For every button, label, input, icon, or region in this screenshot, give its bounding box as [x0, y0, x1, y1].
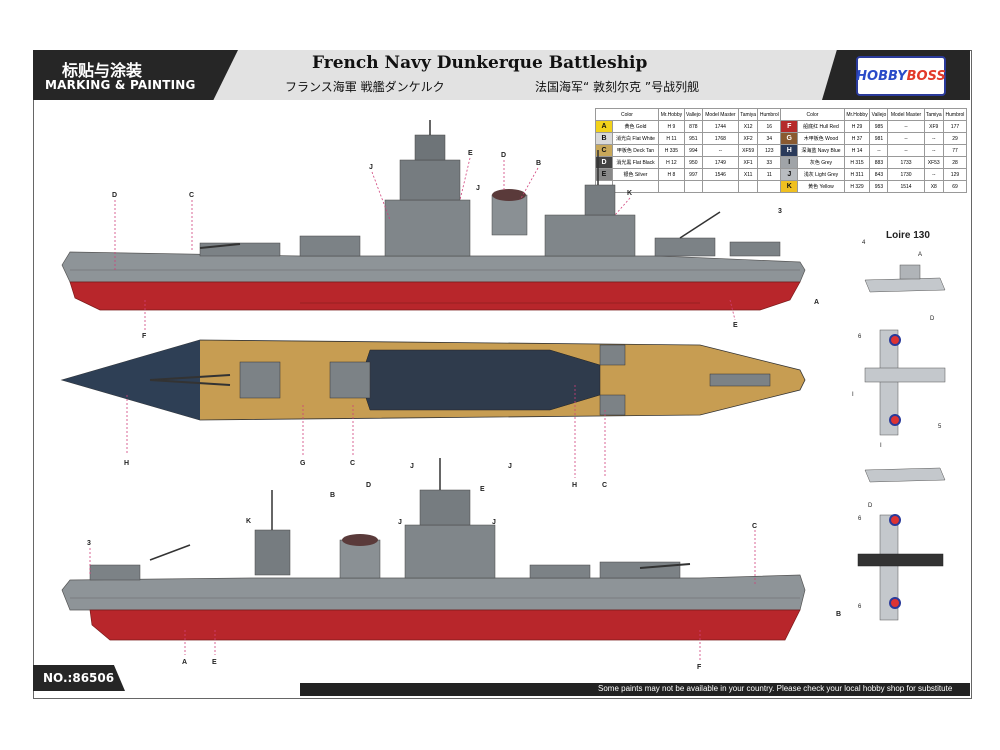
kit-number: NO.:86506	[33, 665, 125, 691]
callout-J-5: J	[398, 519, 402, 526]
seaplane-views	[857, 264, 946, 621]
callout-A-2: A	[182, 659, 187, 666]
plane-callout-I-1: I	[852, 392, 854, 398]
section-label-cn: 标贴与涂装	[62, 61, 143, 80]
callout-C-1: C	[189, 192, 194, 199]
subtitle-japanese: フランス海軍 戦艦ダンケルク	[285, 80, 445, 94]
footer-bar	[300, 683, 970, 696]
callout-J-1: J	[369, 164, 373, 171]
callout-3-2: 3	[87, 540, 91, 547]
callout-C-3: C	[602, 482, 607, 489]
paint-table: Color Mr.Hobby Vallejo Model Master Tami…	[595, 108, 968, 193]
side-profile-bottom	[61, 458, 806, 641]
paint-cell-humbrol: 69	[942, 180, 968, 193]
callout-letters: D C J E D B J K 3 F E A H G C J J H C 3 …	[87, 150, 841, 671]
callout-D-3: D	[366, 482, 371, 489]
callout-B-3: B	[836, 611, 841, 618]
callout-3-1: 3	[778, 208, 782, 215]
callout-D-2: D	[501, 152, 506, 159]
paint-cell-tamiya: X8	[923, 180, 944, 193]
callout-B-1: B	[536, 160, 541, 167]
callout-K-1: K	[627, 190, 632, 197]
plane-callouts: 4 A D 6 I 5 I D 6 6	[852, 240, 942, 610]
section-label-en: MARKING & PAINTING	[45, 78, 196, 92]
logo-boss: BOSS	[906, 68, 946, 84]
callout-H-2: H	[572, 482, 577, 489]
callout-E-1: E	[468, 150, 473, 157]
callout-J-3: J	[410, 463, 414, 470]
callout-F-2: F	[697, 664, 702, 671]
plane-title: Loire 130	[886, 230, 930, 241]
plane-callout-4: 4	[862, 240, 866, 246]
plane-callout-6-1: 6	[858, 334, 862, 340]
callout-D-1: D	[112, 192, 117, 199]
paint-cell-name: 黄色 Yellow	[797, 180, 845, 193]
callout-E-2: E	[733, 322, 738, 329]
paint-availability-note: Some paints may not be available in your…	[598, 684, 953, 693]
deck-view	[60, 339, 806, 421]
callout-B-2: B	[330, 492, 335, 499]
col-tamiya: Tamiya	[737, 108, 759, 121]
plane-callout-6-2: 6	[858, 516, 862, 522]
logo-hobby: HOBBY	[856, 68, 907, 84]
callout-J-6: J	[492, 519, 496, 526]
side-profile-top	[61, 120, 806, 311]
paint-cell-code: J	[780, 168, 799, 181]
callout-J-2: J	[476, 185, 480, 192]
subtitle-chinese: 法国海军“ 敦刻尔克 ”号战列舰	[535, 80, 700, 94]
callout-F-1: F	[142, 333, 147, 340]
callout-E-3: E	[480, 486, 485, 493]
callout-C-4: C	[752, 523, 757, 530]
callout-J-4: J	[508, 463, 512, 470]
paint-cell-code: D	[595, 156, 613, 169]
plane-callout-D-1: D	[930, 316, 935, 322]
page-title: French Navy Dunkerque Battleship	[312, 53, 648, 73]
header-left-panel	[33, 50, 238, 100]
callout-G-1: G	[300, 460, 306, 467]
callout-H-1: H	[124, 460, 129, 467]
callout-K-2: K	[246, 518, 251, 525]
paint-cell-code: H	[780, 144, 799, 157]
callout-C-2: C	[350, 460, 355, 467]
callout-E-4: E	[212, 659, 217, 666]
plane-callout-D-2: D	[868, 503, 873, 509]
paint-cell-tamiya	[737, 180, 759, 193]
callout-lines	[89, 157, 756, 660]
plane-callout-6-3: 6	[858, 604, 862, 610]
plane-callout-I-2: I	[880, 443, 882, 449]
callout-A-1: A	[814, 299, 819, 306]
plane-callout-5: 5	[938, 424, 942, 430]
plane-callout-A: A	[918, 252, 922, 258]
